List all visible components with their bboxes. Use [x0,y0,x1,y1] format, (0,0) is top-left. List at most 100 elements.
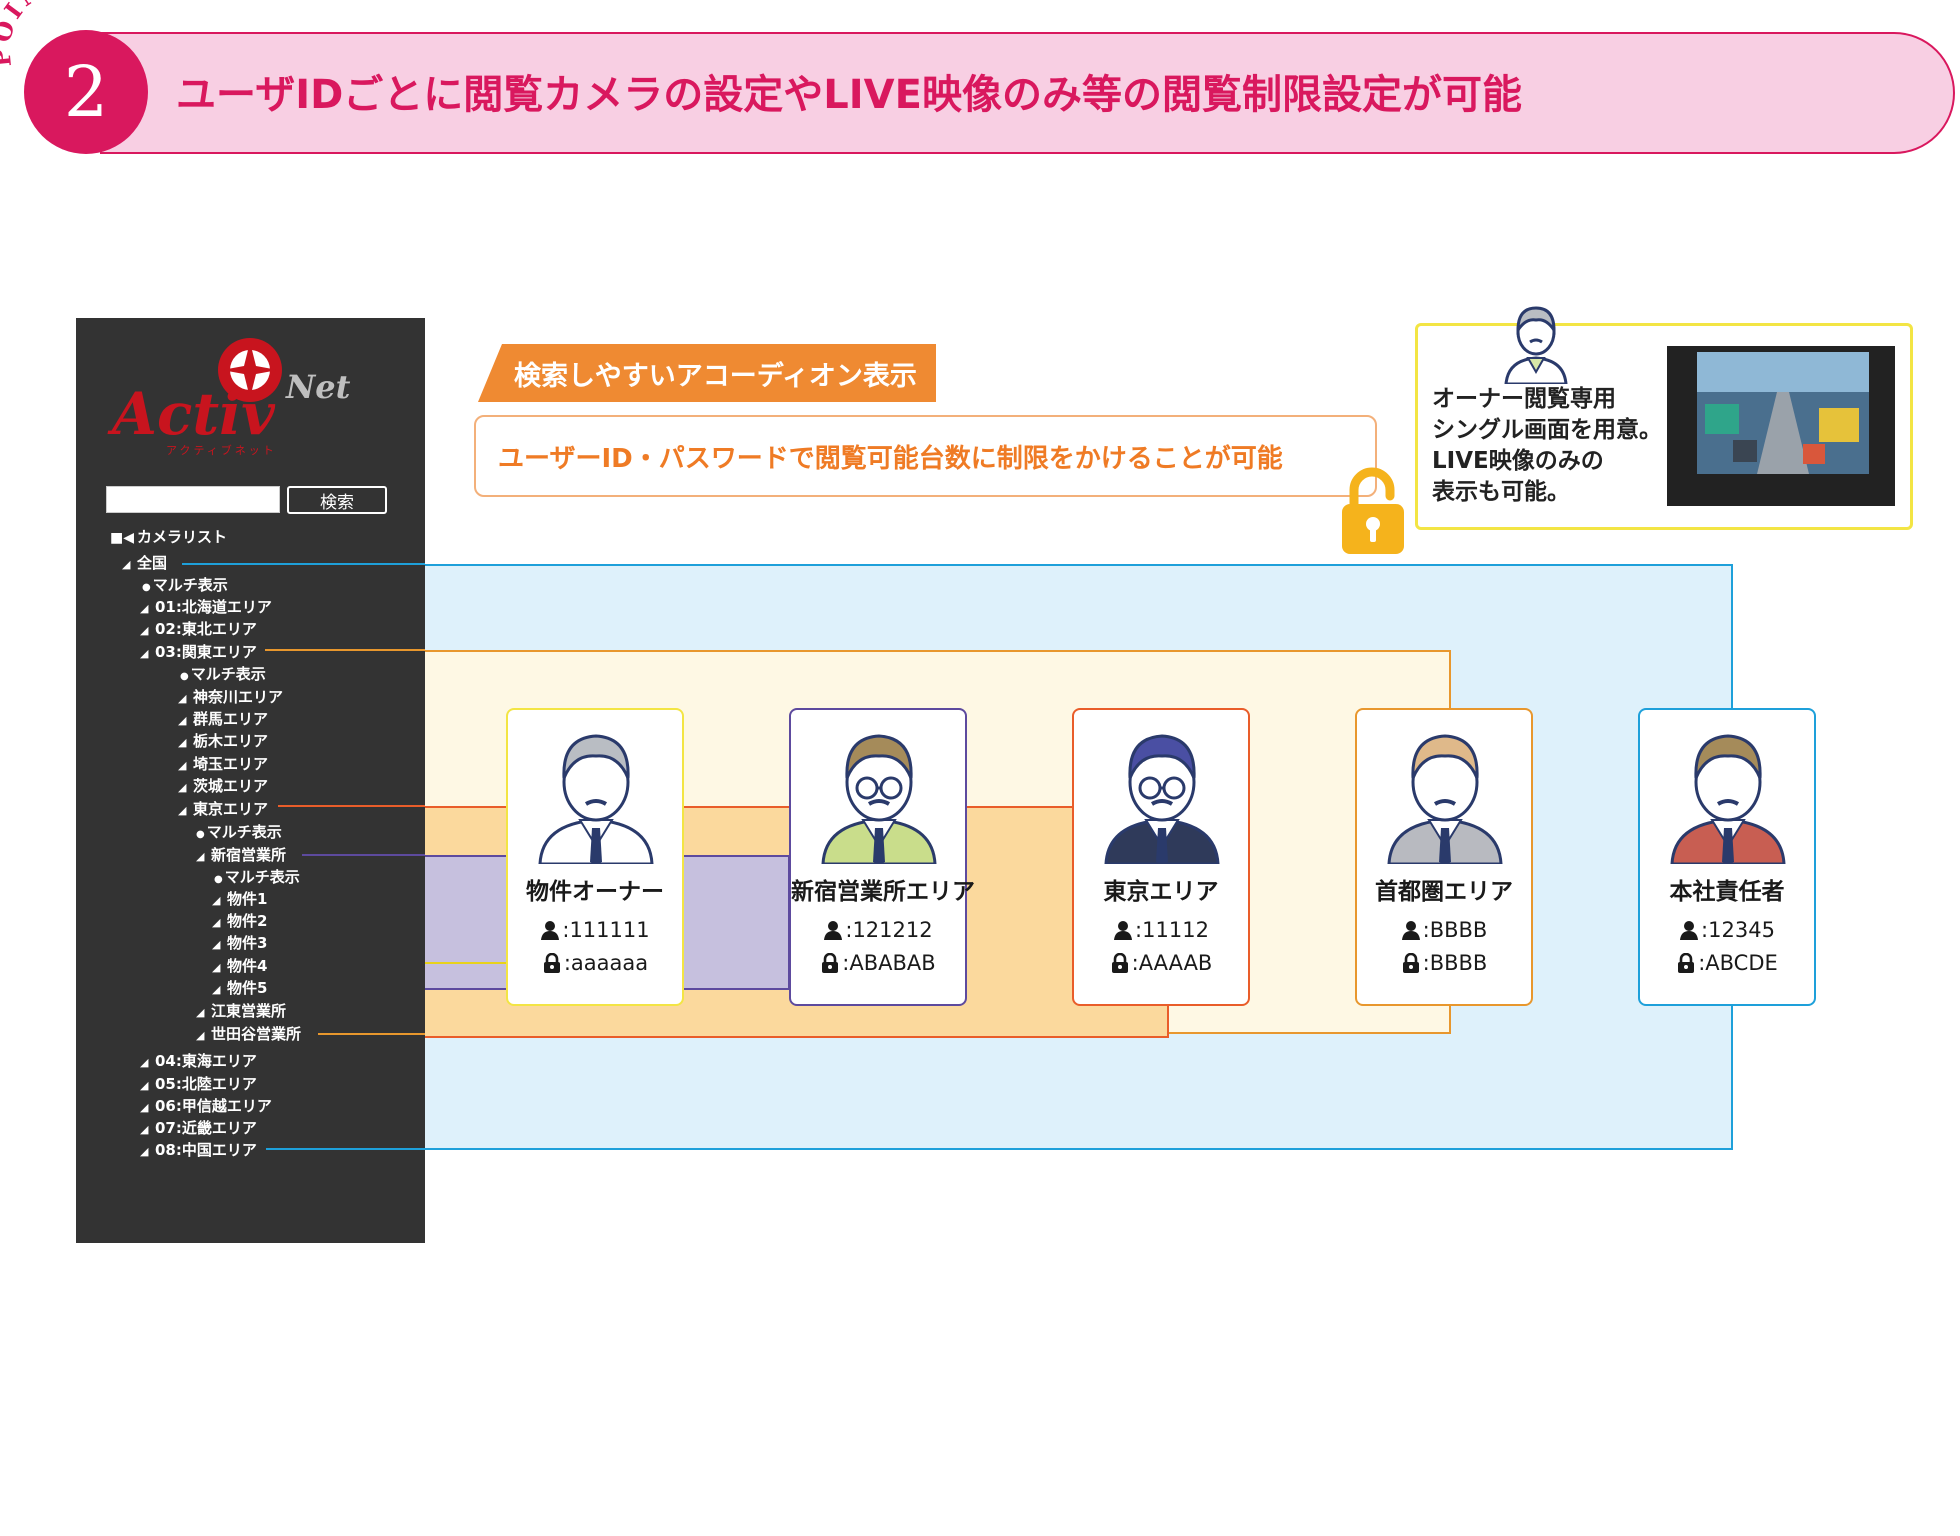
user-card: 首都圏エリア:BBBB:BBBB [1355,708,1533,1006]
user-card: 物件オーナー :111111 :aaaaaa [506,708,684,1006]
user-card: 新宿営業所エリア :121212 :ABABAB [789,708,975,1006]
connector-zenkoku [182,563,425,565]
tree-item-label: カメラリスト [137,528,228,546]
lock-icon [1111,953,1128,973]
cctv-icon: ◢ [140,1145,149,1158]
tree-item[interactable]: ◢ 埼玉エリア [178,755,268,775]
user-icon [1401,921,1420,940]
tree-item-label: 神奈川エリア [193,688,284,706]
user-id-row: :11112 [1074,918,1248,942]
tree-item-label: 江東営業所 [211,1002,287,1020]
tree-item-label: マルチ表示 [224,868,300,886]
tree-item[interactable]: ◢物件3 [212,934,267,954]
user-icon [824,921,843,940]
search-button[interactable]: 検索 [287,486,387,514]
cctv-icon: ◢ [178,714,187,727]
tree-item[interactable]: ●マルチ表示 [142,576,228,597]
tree-item-label: 物件4 [227,957,268,975]
tree-item[interactable]: ◢ 物件2 [212,912,267,932]
camera-icon: ■◀ [110,530,134,546]
cctv-icon: ◢ [140,602,149,615]
user-id-row: :121212 [791,918,965,942]
user-role-name: 東京エリア [1103,879,1219,905]
tree-item[interactable]: ◢茨城エリア [178,777,268,797]
tree-item-label: 03:関東エリア [155,643,257,661]
user-password-value: :aaaaaa [563,951,649,975]
camera-list-heading[interactable]: ■◀カメラリスト [110,528,227,547]
cctv-icon: ◢ [140,1101,149,1114]
cctv-icon: ◢ [178,692,187,705]
cctv-icon: ◢ [212,983,221,996]
user-role-name: 物件オーナー [526,879,664,905]
tree-item-label: 物件2 [227,912,268,930]
user-icon [541,921,560,940]
tree-item[interactable]: ●マルチ表示 [180,665,266,686]
user-id-value: :11112 [1135,918,1209,942]
tree-item-label: 物件1 [227,890,268,908]
padlock-icon [1342,467,1404,554]
lock-icon [1678,953,1695,973]
tree-item[interactable]: ◢栃木エリア [178,732,268,752]
cctv-icon: ◢ [212,961,221,974]
tree-item-label: マルチ表示 [190,665,266,683]
tree-item[interactable]: ◢群馬エリア [178,710,268,730]
user-id-value: :121212 [845,918,933,942]
tree-item[interactable]: ●マルチ表示 [196,823,282,844]
user-id-value: :111111 [562,918,650,942]
tree-item[interactable]: ◢物件5 [212,979,267,999]
user-avatar-icon [538,734,654,864]
user-id-row: :12345 [1640,918,1814,942]
user-password-value: :ABCDE [1698,951,1778,975]
user-password-value: :AAAAB [1131,951,1213,975]
cctv-icon: ◢ [122,558,131,571]
tree-item[interactable]: ●マルチ表示 [214,868,300,889]
user-role-name: 新宿営業所エリア [791,879,975,905]
accordion-callout: 検索しやすいアコーディオン表示 [478,344,936,402]
cctv-icon: ◢ [178,781,187,794]
bullet-icon: ● [142,582,151,593]
cctv-icon: ◢ [178,804,187,817]
headline-banner [100,32,1955,154]
tree-item[interactable]: ◢世田谷営業所 [196,1025,301,1045]
tree-item[interactable]: ◢05:北陸エリア [140,1075,257,1095]
cctv-icon: ◢ [196,1029,205,1042]
tree-item-label: 06:甲信越エリア [155,1097,272,1115]
tree-item[interactable]: ◢ 06:甲信越エリア [140,1097,272,1117]
tree-item-label: 埼玉エリア [193,755,269,773]
svg-text:Net: Net [285,368,351,406]
svg-text:Activ: Activ [107,380,276,448]
tree-item[interactable]: ◢全国 [122,554,167,574]
user-card: 東京エリア :11112 :AAAAB [1072,708,1250,1006]
tree-item[interactable]: ◢江東営業所 [196,1002,286,1022]
connector-shinjuku [302,854,425,856]
owner-avatar-icon [1504,306,1568,384]
tree-item[interactable]: ◢ 物件1 [212,890,267,910]
lock-icon [1402,953,1419,973]
connector-chugoku [266,1148,425,1150]
tree-item[interactable]: ◢04:東海エリア [140,1052,257,1072]
user-icon [1114,921,1133,940]
cctv-icon: ◢ [212,916,221,929]
owner-view-text: オーナー閲覧専用 シングル画面を用意。 LIVE映像のみの 表示も可能。 [1432,386,1662,505]
tree-item[interactable]: ◢02:東北エリア [140,620,257,640]
cctv-icon: ◢ [212,894,221,907]
tree-item[interactable]: ◢03:関東エリア [140,643,257,663]
tree-item-label: 東京エリア [193,800,269,818]
tree-item[interactable]: ◢07:近畿エリア [140,1119,257,1139]
cctv-icon: ◢ [178,759,187,772]
user-password-value: :ABABAB [842,951,936,975]
user-id-row: :111111 [508,918,682,942]
tree-item[interactable]: ◢01:北海道エリア [140,598,272,618]
tree-item-label: 04:東海エリア [155,1052,257,1070]
user-avatar-icon [1670,734,1786,864]
tree-item[interactable]: ◢ 神奈川エリア [178,688,283,708]
search-input[interactable] [106,486,280,513]
tree-item[interactable]: ◢ 物件4 [212,957,267,977]
camera-sidebar [76,318,425,1243]
tree-item[interactable]: ◢08:中国エリア [140,1141,257,1161]
user-role-name: 首都圏エリア [1375,879,1513,905]
tree-item[interactable]: ◢新宿営業所 [196,846,286,866]
lock-icon [822,953,839,973]
connector-setagaya [318,1033,425,1035]
tree-item[interactable]: ◢ 東京エリア [178,800,268,820]
